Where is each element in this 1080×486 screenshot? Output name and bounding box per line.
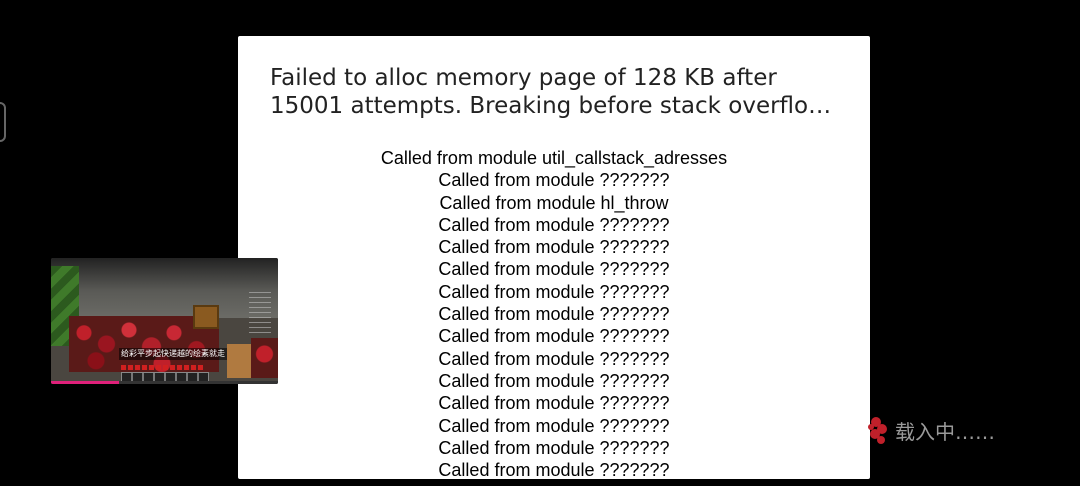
error-title-line-2: 15001 attempts. Breaking before stack ov… xyxy=(270,93,832,119)
video-scene-flowers-right xyxy=(251,338,278,378)
callstack-list: Called from module util_callstack_adress… xyxy=(238,147,870,479)
video-subtitle: 给彩平步起快递越的绘素就走 xyxy=(119,348,227,360)
callstack-line: Called from module ??????? xyxy=(438,214,670,235)
callstack-line: Called from module ??????? xyxy=(438,304,670,325)
error-dialog: Failed to alloc memory page of 128 KB af… xyxy=(238,36,870,479)
edge-tab-handle[interactable] xyxy=(0,102,6,142)
callstack-line: Called from module ??????? xyxy=(438,281,670,302)
loading-indicator: 载入中…… xyxy=(866,410,995,450)
video-scene-debug-overlay xyxy=(249,292,271,336)
video-health-bar xyxy=(121,365,205,370)
callstack-line: Called from module ??????? xyxy=(438,437,670,458)
video-scene-chest xyxy=(193,305,219,329)
callstack-line: Called from module ??????? xyxy=(438,393,670,414)
callstack-line: Called from module ??????? xyxy=(438,170,670,191)
video-scene-wall xyxy=(51,258,278,318)
loading-icon xyxy=(868,417,887,444)
error-title-line-1: Failed to alloc memory page of 128 KB af… xyxy=(270,65,777,91)
callstack-line: Called from module hl_throw xyxy=(439,192,669,213)
video-progress-bar[interactable] xyxy=(51,381,278,384)
callstack-line: Called from module util_callstack_adress… xyxy=(380,148,728,168)
error-title: Failed to alloc memory page of 128 KB af… xyxy=(270,64,850,120)
video-progress-fill xyxy=(51,381,120,384)
callstack-line: Called from module ??????? xyxy=(438,259,670,280)
callstack-line: Called from module ??????? xyxy=(438,326,670,347)
callstack-line: Called from module ??????? xyxy=(438,460,670,479)
callstack-line: Called from module ??????? xyxy=(438,415,670,436)
callstack-line: Called from module ??????? xyxy=(438,237,670,258)
loading-text: 载入中…… xyxy=(895,419,995,444)
callstack-line: Called from module ??????? xyxy=(438,348,670,369)
video-thumbnail[interactable]: 给彩平步起快递越的绘素就走 xyxy=(51,258,278,384)
callstack-line: Called from module ??????? xyxy=(438,370,670,391)
